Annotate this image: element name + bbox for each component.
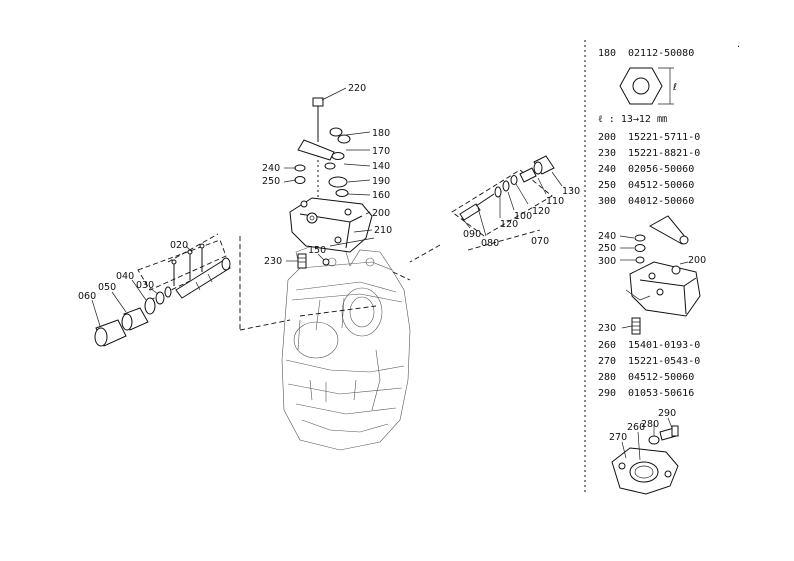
right-callout-290: 290 — [658, 408, 676, 419]
link-rod-assembly — [451, 155, 555, 237]
dimension-letter: ℓ — [673, 82, 677, 93]
nut-part-no: 02112-50080 — [628, 48, 694, 59]
right-callout-260: 260 — [627, 422, 645, 433]
bolt-220-head — [312, 97, 324, 107]
callout-030: 030 — [136, 280, 154, 291]
table-b-ref-2: 280 — [598, 372, 616, 383]
nut-ref: 180 — [598, 48, 616, 59]
table-a-part-0: 15221-5711-0 — [628, 132, 700, 143]
table-a-part-2: 02056-50060 — [628, 164, 694, 175]
callout-080: 080 — [481, 238, 499, 249]
table-a-part-1: 15221-8821-0 — [628, 148, 700, 159]
governor-cover-assembly — [289, 97, 375, 269]
table-a-part-3: 04512-50060 — [628, 180, 694, 191]
table-a-ref-3: 250 — [598, 180, 616, 191]
flange-assembly — [611, 425, 679, 495]
right-callout-270: 270 — [609, 432, 627, 443]
right-callout-280: 280 — [641, 419, 659, 430]
callout-040: 040 — [116, 271, 134, 282]
right-callout-240: 240 — [598, 231, 616, 242]
callout-190: 190 — [372, 176, 390, 187]
callout-110: 110 — [546, 196, 564, 207]
callout-210: 210 — [374, 225, 392, 236]
callout-230: 230 — [264, 256, 282, 267]
nut-spec-block: 180 02112-50080 ℓ ℓ : 13→12 ㎜ · — [598, 42, 740, 125]
callout-050: 050 — [98, 282, 116, 293]
table-b-ref-3: 290 — [598, 388, 616, 399]
table-a-ref-2: 240 — [598, 164, 616, 175]
right-callout-250: 250 — [598, 243, 616, 254]
engine-block-sketch — [281, 245, 411, 451]
right-callout-300: 300 — [598, 256, 616, 267]
callout-240: 240 — [262, 163, 280, 174]
rod-callouts: 130 110 120 100 120 090 080 070 — [461, 171, 580, 249]
center-callouts: 220 180 170 140 190 160 200 210 240 250 … — [262, 83, 392, 267]
callout-090: 090 — [463, 229, 481, 240]
callout-180: 180 — [372, 128, 390, 139]
table-a-ref-0: 200 — [598, 132, 616, 143]
table-b-ref-1: 270 — [598, 356, 616, 367]
callout-120-upper: 120 — [532, 206, 550, 217]
table-b-part-1: 15221-0543-0 — [628, 356, 700, 367]
callout-220: 220 — [348, 83, 366, 94]
left-callouts: 020 040 050 060 030 — [78, 240, 193, 327]
callout-100: 100 — [514, 211, 532, 222]
callout-160: 160 — [372, 190, 390, 201]
parts-table-a: 200 15221-5711-0 230 15221-8821-0 240 02… — [598, 132, 700, 207]
corner-mark: · — [737, 42, 740, 53]
callout-140: 140 — [372, 161, 390, 172]
table-b-ref-0: 260 — [598, 340, 616, 351]
left-shaft-assembly — [94, 239, 231, 347]
callout-020: 020 — [170, 240, 188, 251]
right-callouts: 240 250 300 200 230 — [598, 231, 706, 334]
nut-dimension: ℓ : 13→12 ㎜ — [598, 114, 667, 125]
table-a-part-4: 04012-50060 — [628, 196, 694, 207]
right-cover-assembly — [625, 215, 701, 335]
parts-table-b: 260 15401-0193-0 270 15221-0543-0 280 04… — [598, 340, 700, 399]
flange-callouts: 290 280 260 270 — [609, 408, 676, 461]
table-a-ref-1: 230 — [598, 148, 616, 159]
table-b-part-2: 04512-50060 — [628, 372, 694, 383]
callout-250: 250 — [262, 176, 280, 187]
callout-070: 070 — [531, 236, 549, 247]
table-b-part-3: 01053-50616 — [628, 388, 694, 399]
right-callout-230: 230 — [598, 323, 616, 334]
callout-200: 200 — [372, 208, 390, 219]
right-callout-200: 200 — [688, 255, 706, 266]
callout-150: 150 — [308, 245, 326, 256]
callout-060: 060 — [78, 291, 96, 302]
table-b-part-0: 15401-0193-0 — [628, 340, 700, 351]
callout-120-lower: 120 — [500, 219, 518, 230]
callout-170: 170 — [372, 146, 390, 157]
callout-130: 130 — [562, 186, 580, 197]
table-a-ref-4: 300 — [598, 196, 616, 207]
